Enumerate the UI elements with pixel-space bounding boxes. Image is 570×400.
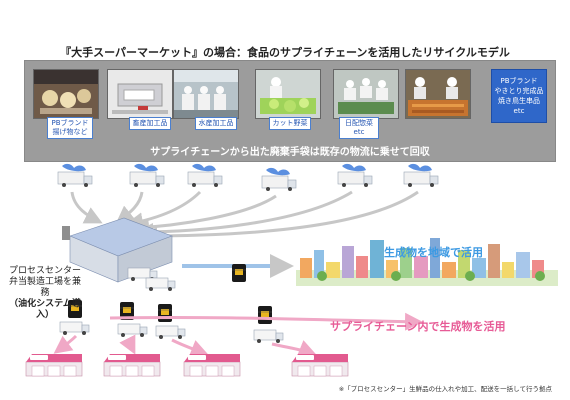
- photo-label-seafood: 水産加工品: [195, 117, 237, 130]
- store-delivery-arrow: [109, 312, 423, 331]
- collection-truck: [261, 167, 297, 192]
- store-delivery-arrow: [119, 334, 136, 355]
- collection-truck: [187, 163, 223, 188]
- city-skyline: [296, 238, 558, 286]
- photo-label-daily-deli: 日配惣菜 etc: [339, 117, 379, 139]
- photo-label-meat: 畜産加工品: [129, 117, 171, 130]
- supply-chain-use-label: サプライチェーン内で生成物を活用: [330, 320, 506, 333]
- regional-use-label: 生成物を地域で活用: [384, 246, 483, 259]
- parked-truck: [145, 277, 176, 292]
- yakitori-photo: [405, 69, 471, 119]
- store-delivery-arrow: [53, 334, 78, 354]
- collection-arrow: [139, 190, 419, 245]
- delivery-truck: [253, 329, 284, 344]
- collection-truck: [403, 163, 439, 188]
- pb-yakitori-box: PBブランド やきとり完成品 焼き鳥生串品 etc: [491, 69, 547, 123]
- collection-truck: [337, 163, 373, 188]
- photo-label-cut-vegetables: カット野菜: [269, 117, 311, 130]
- footnote: ※「プロセスセンター」生鮮品の仕入れや加工、配送を一括して行う拠点: [338, 385, 552, 393]
- diagram-title: 『大手スーパーマーケット』の場合：食品のサプライチェーンを活用したリサイクルモデ…: [60, 46, 510, 59]
- delivery-truck: [59, 321, 90, 336]
- store-delivery-arrow: [271, 340, 317, 357]
- oil-drum: [231, 263, 247, 283]
- daily-deli-photo: [333, 69, 399, 119]
- collection-arrow: [135, 190, 353, 241]
- collection-arrow: [115, 191, 144, 224]
- process-center-label: プロセスセンター 弁当製造工場を兼務 （油化システム導入）: [8, 266, 81, 320]
- supply-chain-panel: PBブランド 揚げ物など 畜産加工品 水産加工品 カット野菜 日配惣菜 etc …: [24, 60, 556, 162]
- collection-banner: サプライチェーンから出た廃棄手袋は既存の物流に乗せて回収: [150, 147, 430, 158]
- supermarket-store: [25, 353, 83, 377]
- delivery-truck: [117, 323, 148, 338]
- photo-label-pb-fried: PBブランド 揚げ物など: [47, 117, 93, 139]
- oil-drum: [157, 303, 173, 323]
- collection-arrow: [125, 190, 202, 231]
- collection-truck: [57, 163, 93, 188]
- seafood-processing-photo: [173, 69, 239, 119]
- delivery-truck: [155, 325, 186, 340]
- collection-truck: [129, 163, 165, 188]
- fried-food-photo: [33, 69, 99, 119]
- oil-drum: [257, 305, 273, 325]
- collection-arrow: [70, 191, 103, 224]
- cut-vegetables-photo: [255, 69, 321, 119]
- meat-processing-photo: [107, 69, 173, 119]
- supermarket-store: [291, 353, 349, 377]
- supermarket-store: [103, 353, 161, 377]
- store-delivery-arrow: [171, 338, 209, 357]
- supermarket-store: [183, 353, 241, 377]
